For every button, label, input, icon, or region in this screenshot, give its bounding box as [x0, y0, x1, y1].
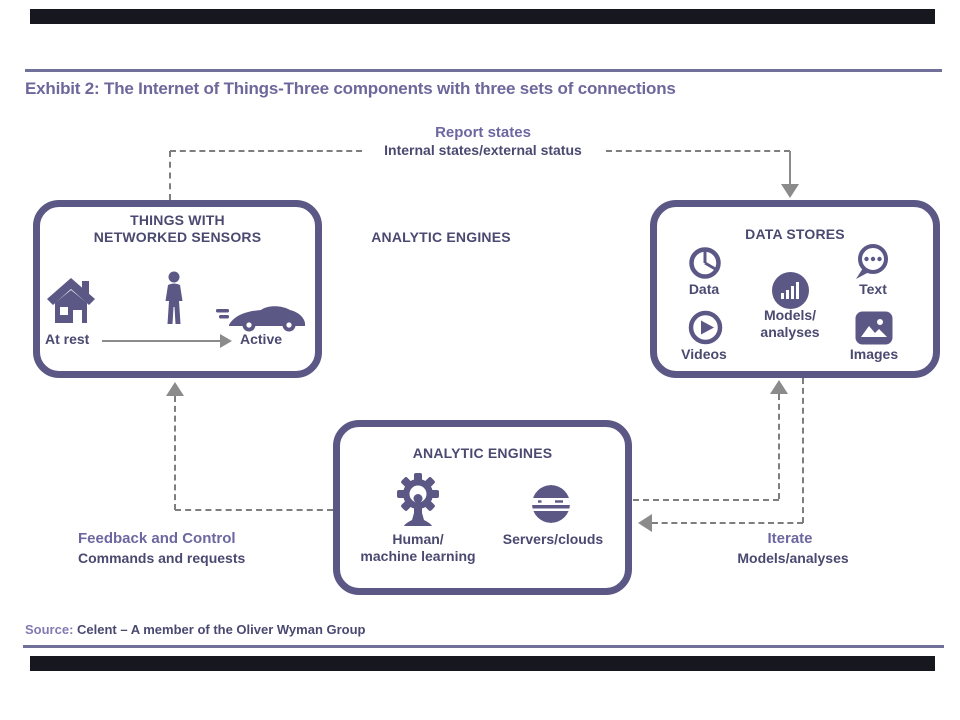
report-states-title: Report states	[435, 124, 531, 141]
state-transition-arrowhead	[220, 334, 232, 348]
iterate-up-dashed-line	[633, 499, 779, 501]
report-dashed-riser	[169, 151, 171, 200]
photo-icon	[855, 311, 893, 345]
servers-clouds-label: Servers/clouds	[502, 531, 604, 547]
report-dashed-line-left	[170, 150, 362, 152]
models-label-line1: Models/	[763, 307, 817, 323]
source-text: Celent – A member of the Oliver Wyman Gr…	[77, 622, 366, 637]
footer-rule	[23, 645, 944, 648]
videos-label: Videos	[681, 346, 727, 362]
things-box: THINGS WITH NETWORKED SENSORS	[33, 200, 322, 378]
iterate-subtitle: Models/analyses	[737, 550, 849, 566]
source-label: Source:	[25, 622, 74, 637]
house-icon	[46, 277, 96, 325]
iterate-up-dashed-riser	[778, 394, 780, 499]
feedback-subtitle: Commands and requests	[78, 550, 246, 566]
feedback-arrow-up	[166, 382, 184, 396]
walking-person-icon	[156, 270, 192, 328]
iterate-title: Iterate	[767, 530, 813, 547]
data-label: Data	[688, 281, 720, 297]
speech-bubble-icon	[852, 243, 892, 281]
human-machine-learning-label: Human/ machine learning	[344, 531, 492, 565]
source-line: Source: Celent – A member of the Oliver …	[25, 622, 366, 637]
things-box-title-line1: THINGS WITH	[130, 212, 225, 228]
page-title: Exhibit 2: The Internet of Things-Three …	[25, 79, 676, 98]
human-label-line1: Human/	[392, 531, 444, 547]
at-rest-label: At rest	[45, 331, 90, 347]
slide-top-bar	[30, 9, 935, 24]
models-label-line2: analyses	[760, 324, 820, 340]
data-stores-box-title: DATA STORES	[745, 226, 845, 242]
things-box-title-line2: NETWORKED SENSORS	[93, 229, 262, 245]
bar-chart-circle-icon	[772, 272, 809, 309]
iterate-down-dashed-riser	[802, 378, 804, 523]
models-analyses-label: Models/ analyses	[740, 307, 840, 341]
iterate-arrow-up	[770, 380, 788, 394]
feedback-title: Feedback and Control	[78, 530, 236, 547]
state-transition-arrow-line	[102, 340, 222, 342]
report-arrow-down	[781, 184, 799, 198]
feedback-dashed-line	[175, 509, 333, 511]
report-dashed-line-right	[606, 150, 790, 152]
active-label: Active	[240, 331, 283, 347]
human-label-line2: machine learning	[360, 548, 476, 564]
data-stores-box: DATA STORES Data Text	[650, 200, 940, 378]
report-states-subtitle: Internal states/external status	[384, 142, 582, 158]
iterate-down-dashed-line	[652, 522, 803, 524]
images-label: Images	[849, 346, 899, 362]
analytic-engines-box: ANALYTIC ENGINES	[333, 420, 632, 595]
report-arrow-line	[789, 151, 791, 186]
analytic-engines-floating-label: ANALYTIC ENGINES	[371, 229, 511, 245]
gear-person-icon	[394, 472, 442, 530]
things-box-title: THINGS WITH NETWORKED SENSORS	[40, 212, 315, 246]
analytic-engines-box-title: ANALYTIC ENGINES	[412, 445, 553, 461]
iterate-arrow-left	[638, 514, 652, 532]
slide-bottom-bar	[30, 656, 935, 671]
server-sphere-icon	[532, 485, 570, 523]
text-label: Text	[859, 281, 887, 297]
play-circle-icon	[687, 309, 724, 346]
feedback-dashed-riser	[174, 396, 176, 510]
donut-chart-icon	[687, 245, 723, 281]
sports-car-icon	[216, 301, 306, 333]
header-rule	[25, 69, 942, 72]
